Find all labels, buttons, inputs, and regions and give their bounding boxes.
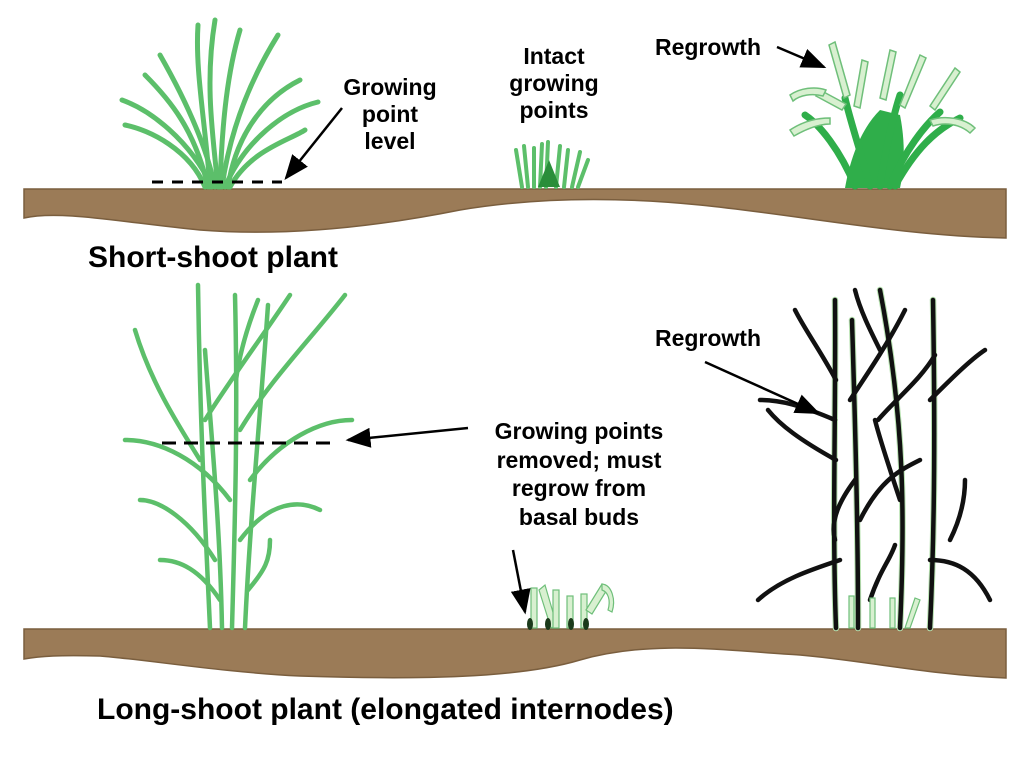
intact-growing-points-label: Intact growing points [509,43,599,124]
growing-point-level-arrow [284,107,343,180]
regrowth-arrow-top [776,45,827,69]
growing-point-level-label: Growing point level [343,74,437,155]
growing-points-removed-label: Growing points removed; must regrow from… [494,418,664,530]
long-shoot-plant-regrowth [755,286,993,632]
basal-buds-arrow [510,549,531,615]
regrowth-label-top: Regrowth [654,34,762,60]
soil-strip-bottom [23,628,1007,679]
short-shoot-plant-full [119,17,321,190]
regrowth-arrow-bottom [704,360,821,415]
short-shoot-plant-title: Short-shoot plant [88,241,338,274]
long-shoot-plant-full [122,282,355,631]
short-shoot-plant-grazed [514,140,590,189]
long-shoot-plant-grazed [527,583,615,630]
soil-strip-top [23,188,1007,239]
regrowth-label-bottom: Regrowth [654,325,762,351]
growing-points-removed-arrow-left [345,426,469,448]
short-shoot-plant-regrowth [788,40,977,190]
long-shoot-plant-title: Long-shoot plant (elongated internodes) [97,693,674,726]
